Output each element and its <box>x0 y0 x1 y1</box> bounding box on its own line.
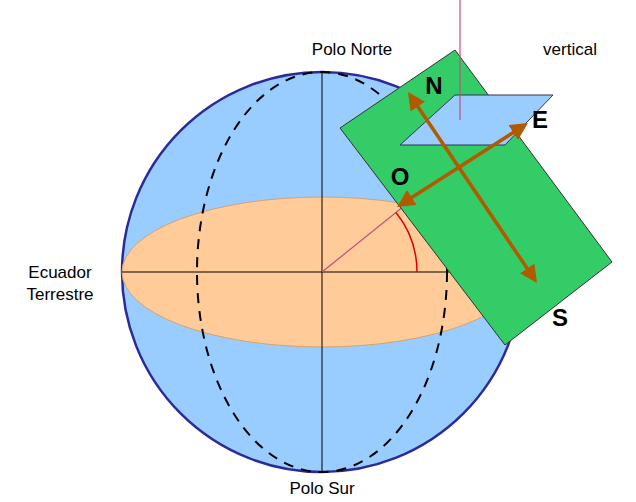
pole-label: Polo Sur <box>289 478 354 500</box>
direction-letter: S <box>552 302 568 333</box>
east-west-arrow <box>400 125 525 205</box>
direction-letter: O <box>391 161 410 192</box>
vertical-label: vertical <box>543 39 597 61</box>
vertical-line <box>459 0 460 120</box>
equator-label: Ecuador Terrestre <box>5 262 115 306</box>
horizontal-plane <box>400 95 553 145</box>
direction-letter: E <box>532 104 548 135</box>
direction-letter: N <box>425 70 442 101</box>
tangent-plane <box>340 50 612 345</box>
pole-label: Polo Norte <box>312 39 392 61</box>
